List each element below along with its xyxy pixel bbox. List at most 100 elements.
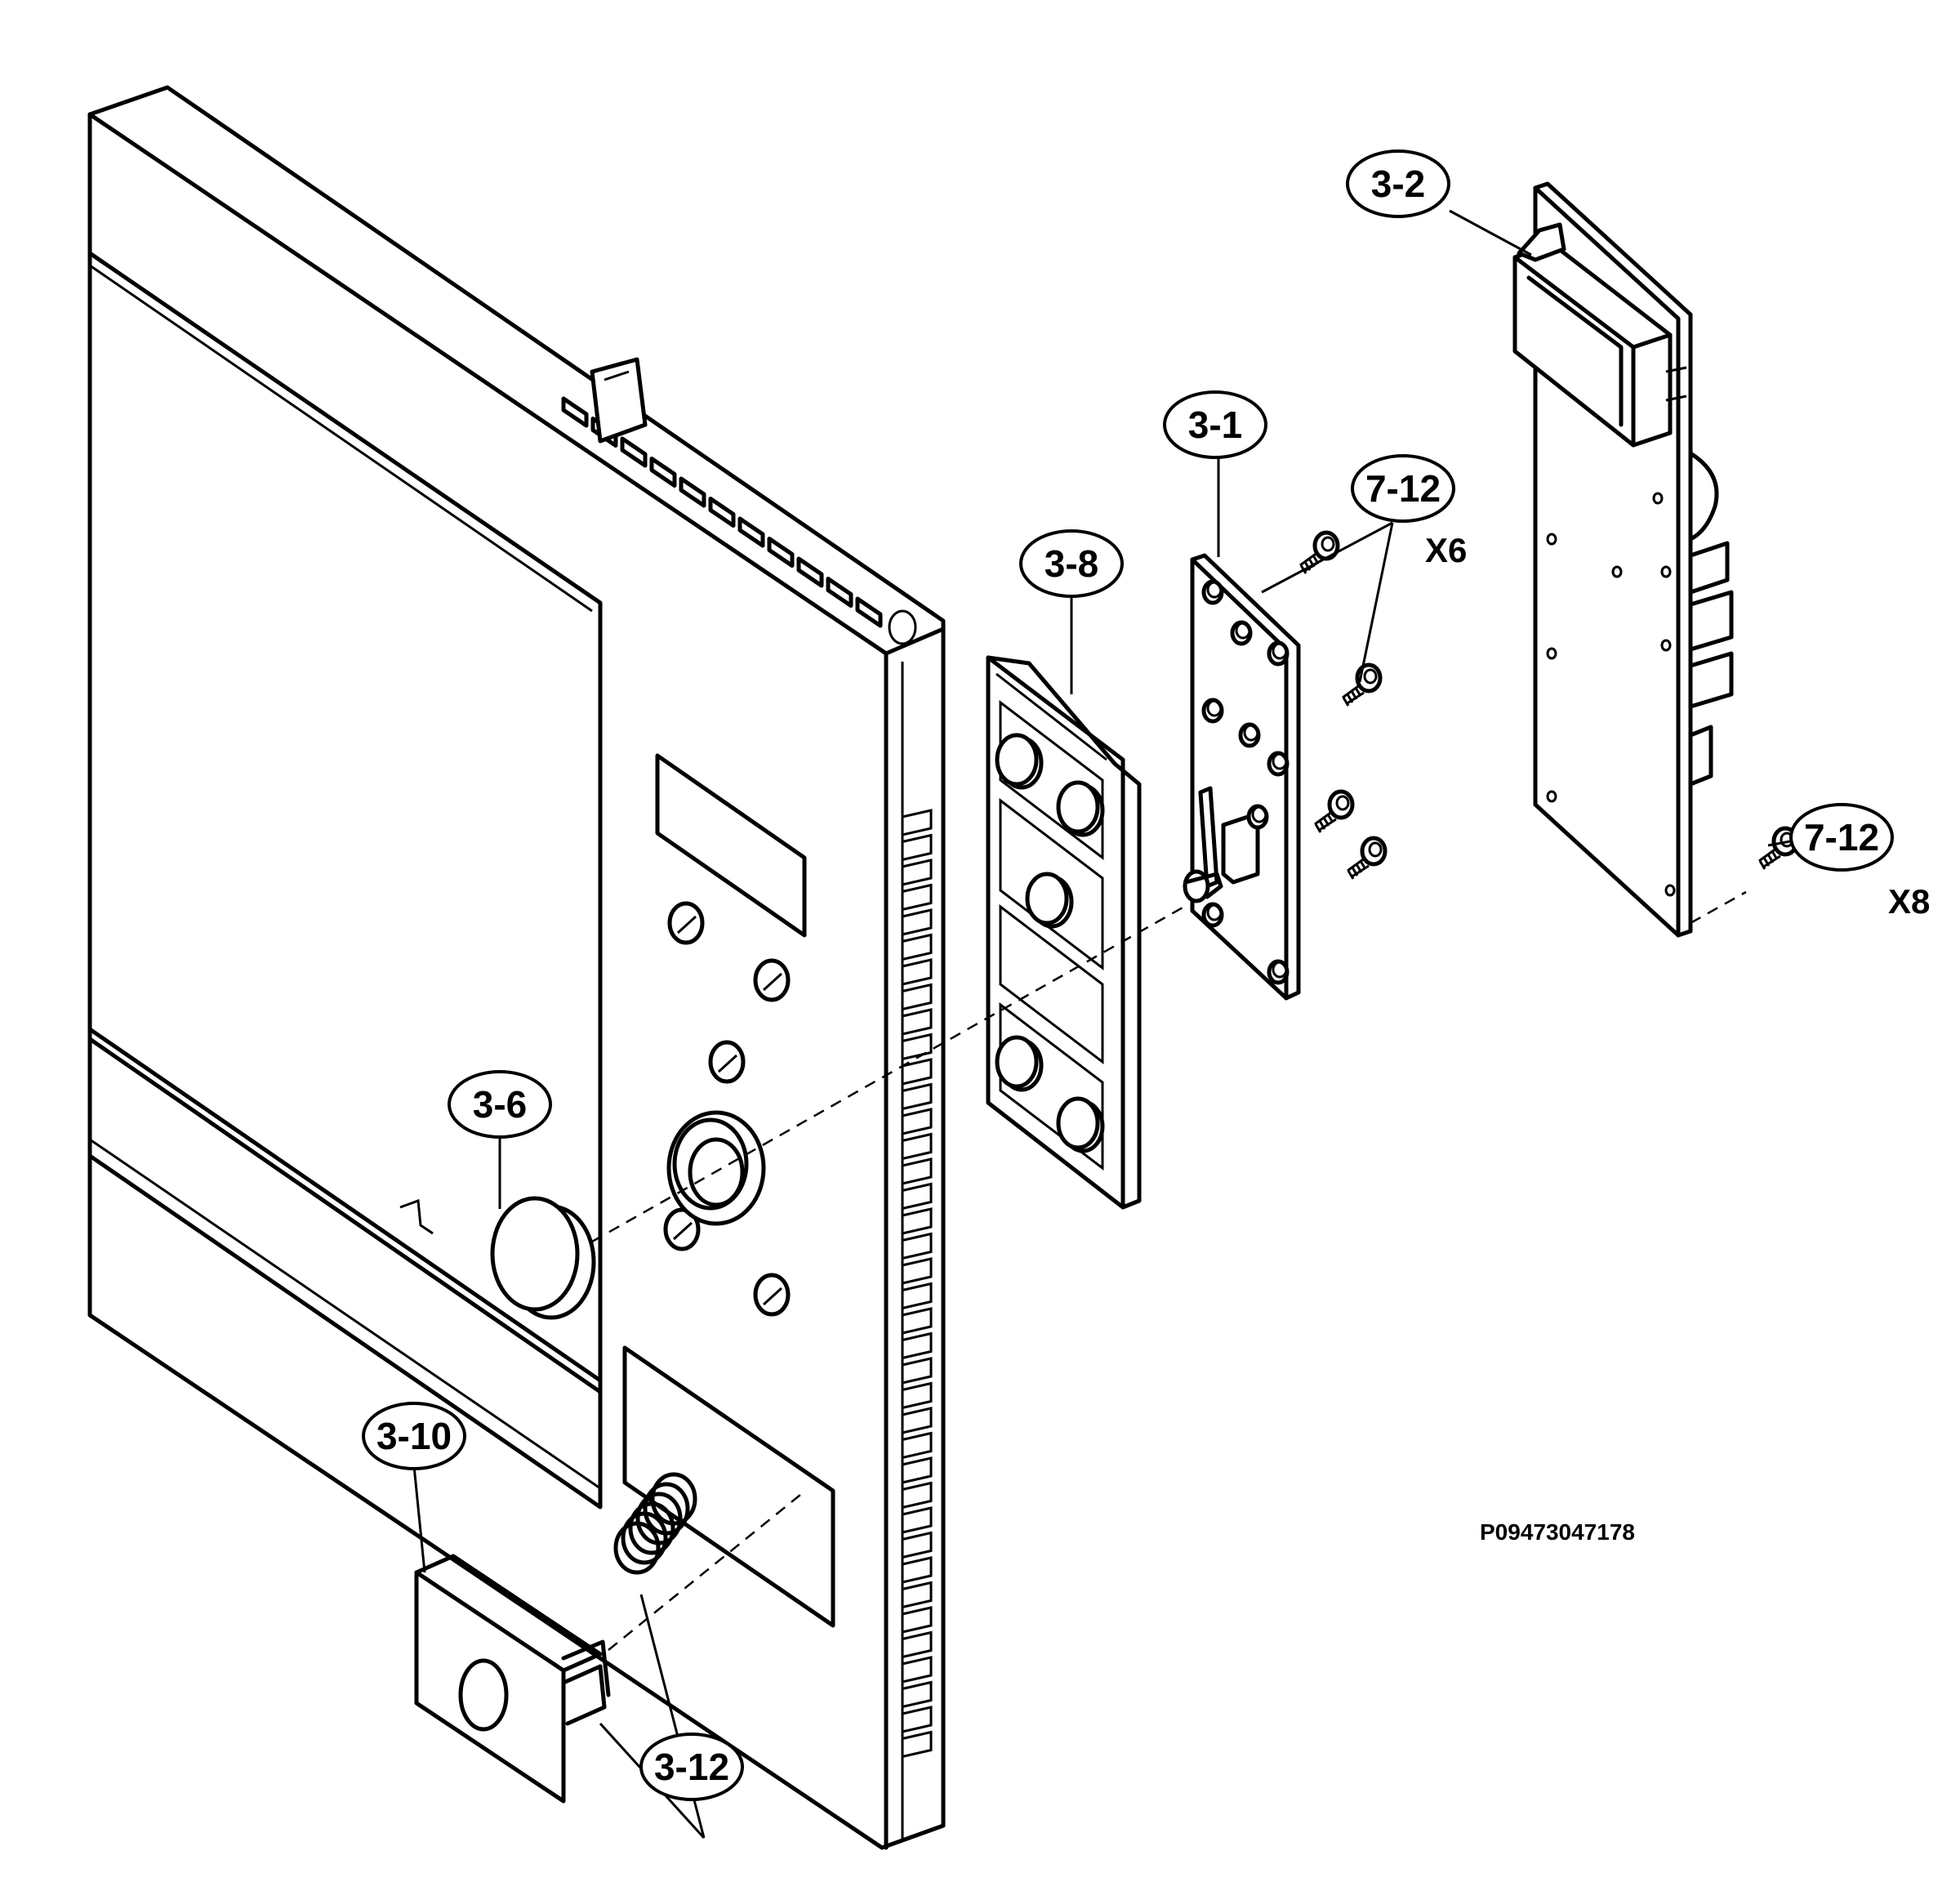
mounting-hole <box>1546 790 1557 803</box>
callout-3-1: 3-1 <box>1163 390 1267 459</box>
side-vent-slot <box>901 1357 933 1385</box>
spring-coil <box>643 1482 690 1536</box>
svg-text:3-8: 3-8 <box>1045 542 1098 585</box>
mounting-hole <box>1660 639 1672 652</box>
side-vent-slot <box>901 833 933 862</box>
callout-3-8: 3-8 <box>1019 529 1124 598</box>
pcb-component <box>1230 620 1253 646</box>
side-vent-slot <box>901 1381 933 1410</box>
callout-7-12-board: 7-12 <box>1789 803 1894 872</box>
side-vent-slot <box>901 1058 933 1086</box>
keypad-buttons <box>995 733 1105 1153</box>
top-vent-slot <box>708 497 736 528</box>
top-vent-slot <box>561 396 589 428</box>
side-vent-slot <box>901 1108 933 1135</box>
drawing-code: P09473047178 <box>1480 1519 1635 1545</box>
side-vent-slot <box>901 1082 933 1111</box>
pcb-components <box>1201 579 1290 985</box>
quantity-x8: X8 <box>1888 882 1930 921</box>
side-vent-slot <box>901 1282 933 1310</box>
pcb-component <box>1201 902 1224 928</box>
spring-coil <box>650 1472 697 1526</box>
side-vent-slot <box>901 958 933 986</box>
pcb-component <box>1246 804 1269 830</box>
top-corner-hole <box>888 609 917 645</box>
side-vent-slot <box>901 1730 933 1759</box>
side-vent-slot <box>901 883 933 912</box>
side-vent-slot <box>901 1581 933 1609</box>
side-vent-slot <box>901 1556 933 1584</box>
main-board-holes <box>1546 492 1676 897</box>
callout-3-10: 3-10 <box>362 1402 466 1470</box>
pcb-component <box>1267 751 1290 777</box>
pcb-component <box>1267 959 1290 985</box>
side-vent-slot <box>901 1456 933 1484</box>
control-pcb-3-1 <box>1183 553 1301 1001</box>
svg-text:7-12: 7-12 <box>1804 816 1879 859</box>
assembly-lines <box>591 890 1747 1651</box>
knob-3-6 <box>490 1196 596 1320</box>
side-vent-slot <box>901 809 933 836</box>
screw <box>1347 836 1388 880</box>
svg-text:3-12: 3-12 <box>654 1746 729 1788</box>
side-vent-slot <box>901 1257 933 1285</box>
side-vent-slot <box>901 1407 933 1434</box>
callout-3-6: 3-6 <box>448 1070 552 1139</box>
keypad-button <box>995 733 1044 790</box>
pcb-component <box>1201 698 1224 724</box>
pcb-component <box>1238 722 1261 748</box>
side-vent-slots <box>901 809 933 1759</box>
side-vent-slot <box>901 1656 933 1684</box>
side-vent-slot <box>901 1531 933 1559</box>
callout-3-12: 3-12 <box>639 1733 744 1801</box>
side-vent-slot <box>901 933 933 961</box>
mounting-hole <box>1652 492 1664 505</box>
svg-text:3-2: 3-2 <box>1371 163 1425 205</box>
side-vent-slot <box>901 1606 933 1634</box>
callout-7-12-pcb: 7-12 <box>1351 454 1455 523</box>
side-vent-slot <box>901 1431 933 1460</box>
side-vent-slot <box>901 1680 933 1709</box>
side-vent-slot <box>901 1207 933 1235</box>
spring-coil <box>635 1492 683 1545</box>
side-vent-slot <box>901 1706 933 1733</box>
knob-bezel-ring <box>666 1110 766 1226</box>
keypad-button <box>995 1035 1044 1092</box>
main-control-board-3-2 <box>1512 181 1734 938</box>
mounting-hole <box>1611 565 1623 578</box>
svg-text:7-12: 7-12 <box>1365 467 1441 510</box>
spring-3-12 <box>613 1472 697 1575</box>
screw <box>1314 789 1355 833</box>
quantity-x6: X6 <box>1425 531 1467 569</box>
mounting-hole <box>1660 565 1672 578</box>
door-release-button-3-10 <box>414 1554 611 1804</box>
top-vent-slot <box>826 577 853 608</box>
panel-face-holes <box>663 901 791 1317</box>
mounting-hole <box>1664 884 1676 897</box>
side-vent-slot <box>901 1481 933 1510</box>
top-vent-slot <box>737 516 765 548</box>
keypad-button <box>1025 872 1074 929</box>
mounting-hole <box>1546 647 1557 660</box>
side-vent-slot <box>901 1132 933 1161</box>
svg-text:3-10: 3-10 <box>376 1415 452 1457</box>
mounting-hole <box>1546 533 1557 546</box>
keypad-button <box>1056 1096 1105 1153</box>
top-vent-slot <box>679 476 706 508</box>
pcb-component <box>1267 640 1290 667</box>
side-vent-slot <box>901 1182 933 1211</box>
top-vent-slot <box>767 537 795 568</box>
top-vent-slot <box>796 556 824 588</box>
top-vent-slot <box>620 436 648 468</box>
side-vent-slot <box>901 1157 933 1185</box>
side-vent-slot <box>901 859 933 886</box>
side-vent-slot <box>901 983 933 1011</box>
side-vent-slot <box>901 908 933 936</box>
screw <box>1299 530 1340 574</box>
svg-text:3-1: 3-1 <box>1188 404 1242 446</box>
side-vent-slot <box>901 1008 933 1036</box>
leader-lines <box>412 209 1791 1840</box>
side-vent-slot <box>901 1331 933 1360</box>
keypad-button <box>1056 780 1105 837</box>
